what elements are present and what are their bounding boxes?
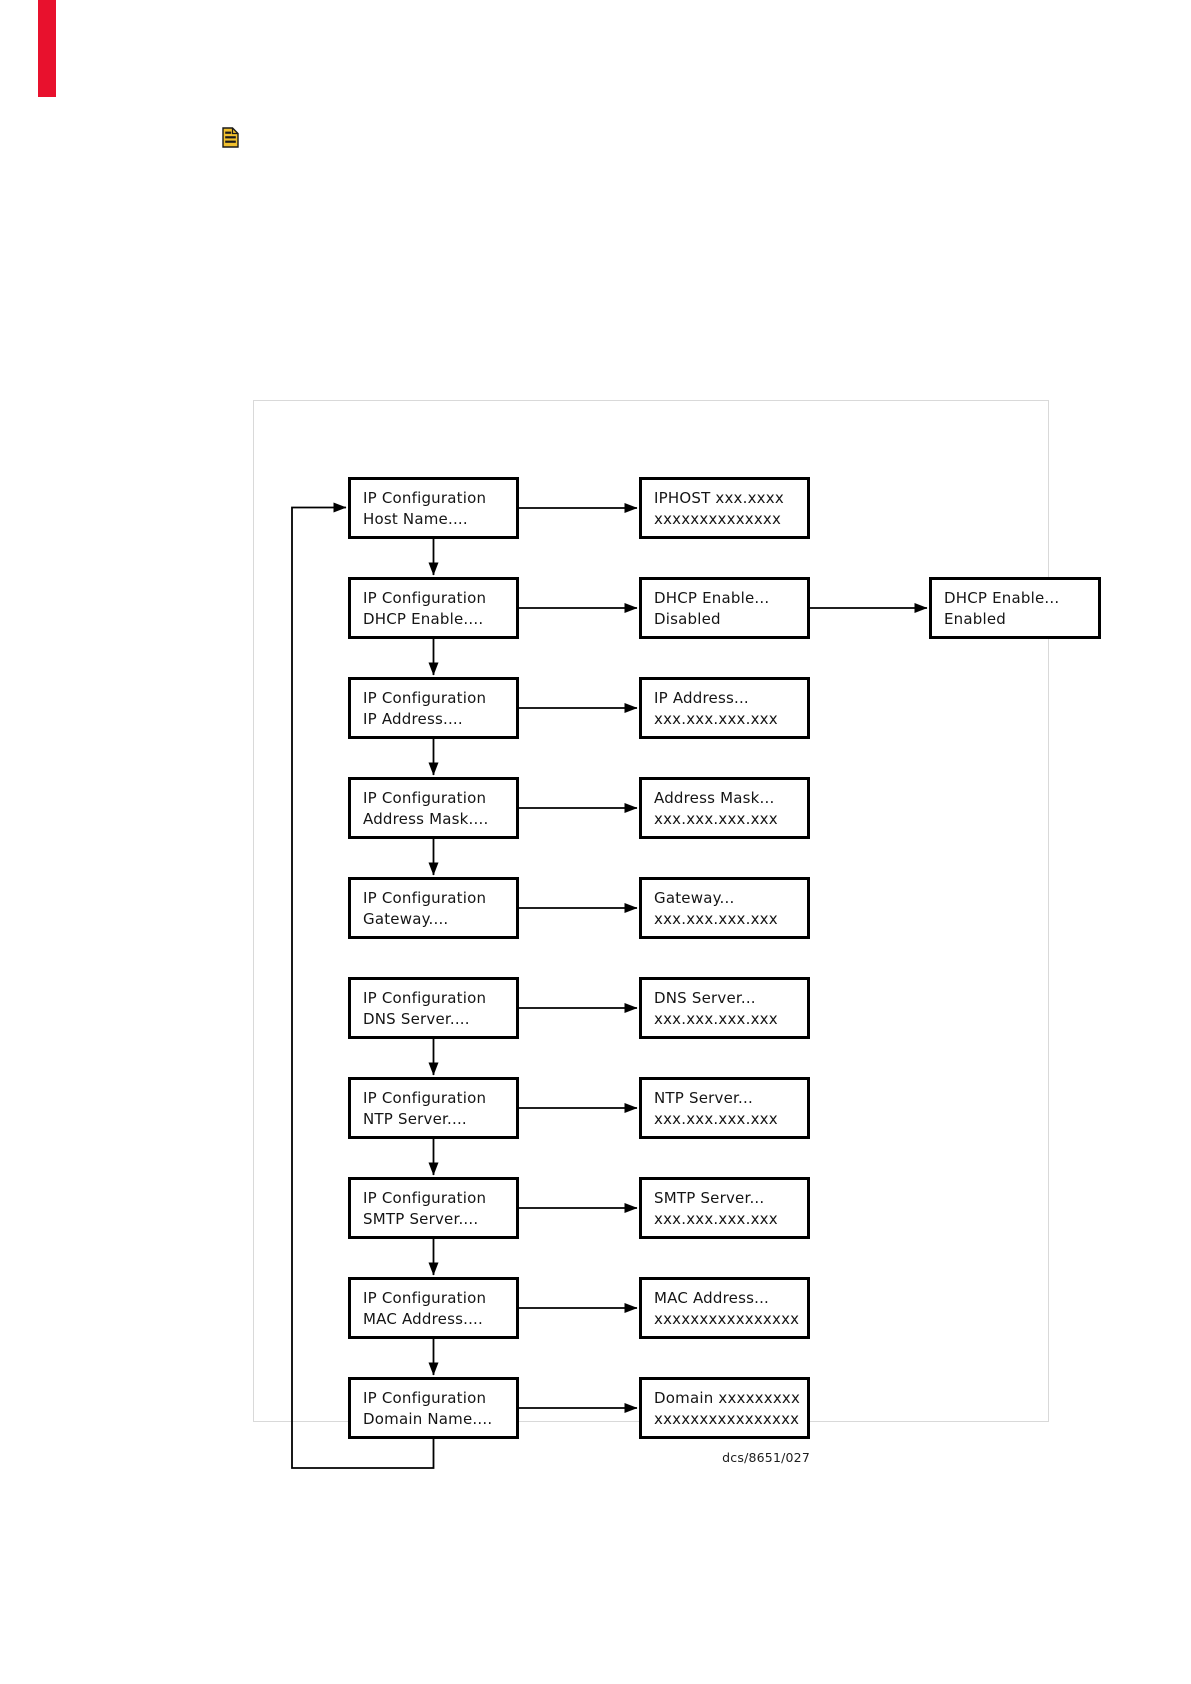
- node-menu-ip-address: IP Configuration IP Address....: [348, 677, 519, 739]
- node-menu-dhcp-enable: IP Configuration DHCP Enable....: [348, 577, 519, 639]
- node-text: IP Configuration: [363, 789, 487, 807]
- node-text: Disabled: [654, 610, 721, 628]
- loop-back-line: [291, 502, 435, 1469]
- node-text: Address Mask....: [363, 810, 489, 828]
- node-text: DNS Server....: [363, 1010, 470, 1028]
- node-text: Address Mask...: [654, 789, 775, 807]
- node-text: xxx.xxx.xxx.xxx: [654, 810, 778, 828]
- node-text: IP Configuration: [363, 1189, 487, 1207]
- node-display-domain: Domain xxxxxxxxx xxxxxxxxxxxxxxxx: [639, 1377, 810, 1439]
- node-text: xxxxxxxxxxxxxxxx: [654, 1310, 800, 1328]
- node-text: IP Address...: [654, 689, 749, 707]
- node-display-smtp-server: SMTP Server... xxx.xxx.xxx.xxx: [639, 1177, 810, 1239]
- node-text: Domain xxxxxxxxx: [654, 1389, 801, 1407]
- node-text: xxx.xxx.xxx.xxx: [654, 710, 778, 728]
- node-display-iphost: IPHOST xxx.xxxx xxxxxxxxxxxxxx: [639, 477, 810, 539]
- node-display-dhcp-enabled: DHCP Enable... Enabled: [929, 577, 1101, 639]
- node-menu-mac-address: IP Configuration MAC Address....: [348, 1277, 519, 1339]
- node-menu-smtp-server: IP Configuration SMTP Server....: [348, 1177, 519, 1239]
- node-text: DNS Server...: [654, 989, 756, 1007]
- node-display-mac-address: MAC Address... xxxxxxxxxxxxxxxx: [639, 1277, 810, 1339]
- note-icon-line: [225, 136, 236, 139]
- node-text: DHCP Enable...: [654, 589, 770, 607]
- node-menu-address-mask: IP Configuration Address Mask....: [348, 777, 519, 839]
- node-display-dhcp-disabled: DHCP Enable... Disabled: [639, 577, 810, 639]
- node-text: IP Configuration: [363, 689, 487, 707]
- note-icon: [222, 127, 239, 148]
- node-text: IP Configuration: [363, 489, 487, 507]
- node-display-dns-server: DNS Server... xxx.xxx.xxx.xxx: [639, 977, 810, 1039]
- margin-change-bar: [38, 0, 56, 97]
- node-display-address-mask: Address Mask... xxx.xxx.xxx.xxx: [639, 777, 810, 839]
- node-text: Enabled: [944, 610, 1007, 628]
- node-text: MAC Address....: [363, 1310, 483, 1328]
- node-text: MAC Address...: [654, 1289, 770, 1307]
- node-text: IP Address....: [363, 710, 463, 728]
- node-text: IP Configuration: [363, 589, 487, 607]
- node-text: xxxxxxxxxxxxxx: [654, 510, 782, 528]
- node-text: Domain Name....: [363, 1410, 493, 1428]
- node-display-gateway: Gateway... xxx.xxx.xxx.xxx: [639, 877, 810, 939]
- node-text: Host Name....: [363, 510, 468, 528]
- node-text: xxxxxxxxxxxxxxxx: [654, 1410, 800, 1428]
- node-menu-host-name: IP Configuration Host Name....: [348, 477, 519, 539]
- node-text: Gateway...: [654, 889, 735, 907]
- node-display-ntp-server: NTP Server... xxx.xxx.xxx.xxx: [639, 1077, 810, 1139]
- note-icon-line: [225, 131, 232, 134]
- node-menu-domain-name: IP Configuration Domain Name....: [348, 1377, 519, 1439]
- node-text: NTP Server...: [654, 1089, 753, 1107]
- node-text: DHCP Enable...: [944, 589, 1060, 607]
- node-text: SMTP Server...: [654, 1189, 765, 1207]
- node-text: IP Configuration: [363, 1289, 487, 1307]
- node-text: IP Configuration: [363, 1389, 487, 1407]
- node-text: IP Configuration: [363, 989, 487, 1007]
- node-menu-dns-server: IP Configuration DNS Server....: [348, 977, 519, 1039]
- node-text: IP Configuration: [363, 889, 487, 907]
- note-icon-fold: [231, 128, 238, 135]
- node-menu-ntp-server: IP Configuration NTP Server....: [348, 1077, 519, 1139]
- node-text: xxx.xxx.xxx.xxx: [654, 910, 778, 928]
- node-text: xxx.xxx.xxx.xxx: [654, 1110, 778, 1128]
- node-display-ip-address: IP Address... xxx.xxx.xxx.xxx: [639, 677, 810, 739]
- node-text: xxx.xxx.xxx.xxx: [654, 1010, 778, 1028]
- node-menu-gateway: IP Configuration Gateway....: [348, 877, 519, 939]
- node-text: IPHOST xxx.xxxx: [654, 489, 784, 507]
- node-text: SMTP Server....: [363, 1210, 479, 1228]
- node-text: NTP Server....: [363, 1110, 467, 1128]
- node-text: DHCP Enable....: [363, 610, 484, 628]
- figure-id-label: dcs/8651/027: [722, 1450, 810, 1465]
- node-text: xxx.xxx.xxx.xxx: [654, 1210, 778, 1228]
- node-text: IP Configuration: [363, 1089, 487, 1107]
- node-text: Gateway....: [363, 910, 449, 928]
- note-icon-line: [225, 140, 236, 143]
